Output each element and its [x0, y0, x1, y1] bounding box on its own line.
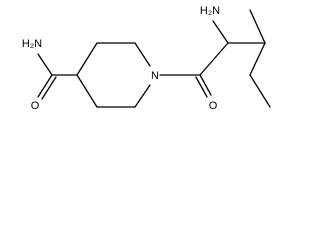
bond-ring-c5-c4 [76, 74, 98, 108]
amide-nh2-label: H₂N [22, 38, 42, 50]
amide-oxygen-label: O [31, 100, 40, 112]
bond-ring-c2-n1 [134, 42, 151, 67]
bond-beta-carbon-to-methyl [249, 9, 266, 44]
bond-beta-carbon-to-ethyl-ch2 [249, 42, 266, 76]
bond-acyl-carbon-to-alpha-carbon [199, 42, 229, 76]
bond-ring-c4-c3 [76, 42, 98, 76]
bond-acyl-c-o-double-b [195, 76, 208, 98]
molecule-structure-diagram: H₂N O N O H₂N [22, 5, 271, 112]
piperidine-nitrogen-label: N [151, 70, 159, 82]
bond-acyl-c-o-double-a [199, 74, 212, 96]
bond-amide-c-o-double-b [41, 76, 57, 100]
bond-amide-carbon-to-nh2 [37, 53, 53, 76]
bond-ring-n1-c6 [134, 84, 151, 108]
bond-ethyl-ch2-to-ch3 [249, 74, 271, 108]
bond-alpha-carbon-to-nh2 [212, 20, 229, 44]
acyl-oxygen-label: O [209, 100, 218, 112]
amine-nh2-label: H₂N [200, 5, 220, 17]
bond-amide-c-o-double-a [37, 74, 53, 98]
